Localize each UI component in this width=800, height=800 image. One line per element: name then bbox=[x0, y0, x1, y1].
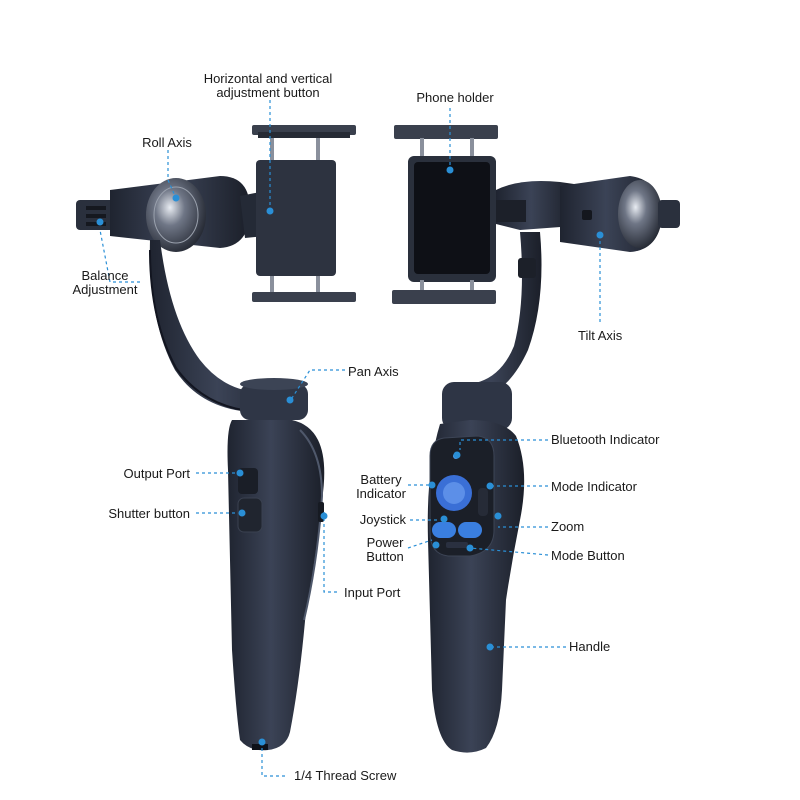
label-roll-axis: Roll Axis bbox=[142, 135, 192, 150]
leader-lines bbox=[99, 100, 601, 777]
tilt-motor-icon bbox=[618, 180, 662, 248]
label-zoom: Zoom bbox=[551, 519, 585, 534]
label-thread-screw: 1/4 Thread Screw bbox=[294, 768, 397, 783]
label-line: Power bbox=[366, 535, 404, 550]
phone-clamp-icon bbox=[252, 125, 356, 302]
label-bluetooth-indicator: Bluetooth Indicator bbox=[551, 432, 660, 447]
label-mode-indicator: Mode Indicator bbox=[551, 479, 637, 494]
label-line: adjustment button bbox=[216, 85, 320, 100]
marker-dots bbox=[96, 166, 604, 746]
label-line: Button bbox=[366, 549, 404, 564]
label-power-button: Power Button bbox=[350, 536, 420, 564]
label-pan-axis: Pan Axis bbox=[348, 364, 399, 379]
label-line: Horizontal and vertical bbox=[203, 71, 333, 86]
label-battery-indicator: Battery Indicator bbox=[342, 473, 420, 501]
label-line: Battery bbox=[360, 472, 402, 487]
label-horizontal-vertical: Horizontal and vertical adjustment butto… bbox=[180, 72, 356, 100]
label-tilt-axis: Tilt Axis bbox=[578, 328, 623, 343]
label-line: Indicator bbox=[356, 486, 406, 501]
roll-motor-icon bbox=[146, 178, 206, 252]
phone-clamp-icon bbox=[392, 125, 498, 304]
label-phone-holder: Phone holder bbox=[416, 90, 494, 105]
gimbal-right-icon bbox=[427, 176, 680, 753]
label-handle: Handle bbox=[569, 639, 611, 654]
label-line: Balance bbox=[81, 268, 129, 283]
label-balance-adjustment: Balance Adjustment bbox=[60, 269, 150, 297]
label-joystick: Joystick bbox=[359, 512, 406, 527]
label-line: Adjustment bbox=[72, 282, 138, 297]
label-output-port: Output Port bbox=[123, 466, 190, 481]
label-mode-button: Mode Button bbox=[551, 548, 625, 563]
label-input-port: Input Port bbox=[344, 585, 401, 600]
label-shutter-button: Shutter button bbox=[108, 506, 190, 521]
